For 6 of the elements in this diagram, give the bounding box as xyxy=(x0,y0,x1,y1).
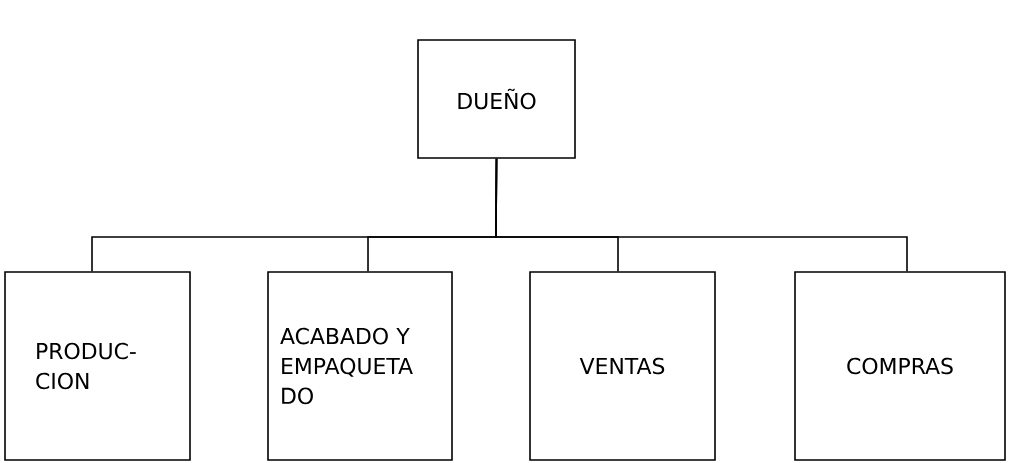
org-box: VENTAS xyxy=(529,271,716,461)
org-box: PRODUC- CION xyxy=(4,271,191,461)
org-box: ACABADO Y EMPAQUETA DO xyxy=(267,271,453,461)
connector-line xyxy=(495,158,908,272)
org-box: COMPRAS xyxy=(794,271,1006,461)
org-box: DUEÑO xyxy=(417,39,576,159)
